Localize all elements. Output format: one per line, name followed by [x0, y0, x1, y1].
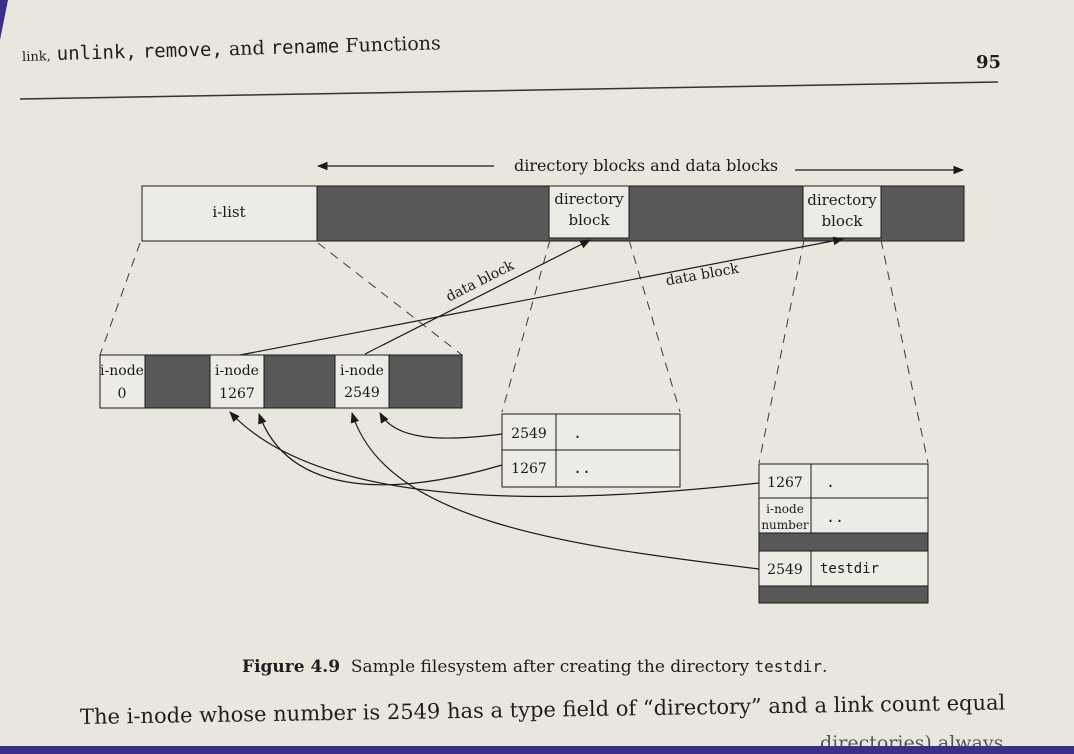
dir2-entry-1-name: ..	[826, 508, 844, 526]
directory-block-2-table	[758, 463, 929, 604]
header-rule	[19, 81, 999, 100]
inode-2549-label: i-node	[340, 363, 384, 379]
arrow-testdir-to-2549	[350, 411, 760, 570]
body-text-line-2: directories) always	[820, 732, 1004, 754]
ilist-guide-right	[317, 242, 463, 356]
dir1-guide-right	[628, 239, 681, 413]
inode-1267-number: 1267	[219, 386, 255, 402]
dir2-guide-right	[880, 239, 929, 464]
directory-block-2	[802, 185, 882, 239]
dir2-entry-1-inode-line2: number	[761, 518, 809, 532]
caption-text: Sample filesystem after creating the dir…	[350, 657, 750, 677]
dir1-entry-1-name: ..	[573, 459, 591, 477]
dir1-entry-0-name: .	[573, 424, 582, 442]
dir1-guide-left	[501, 239, 551, 413]
inode-0-label: i-node	[100, 363, 144, 379]
inode-table-outline	[99, 354, 463, 409]
inode-pointer-arrows	[229, 411, 760, 570]
dir-block-1-label-line2: block	[569, 211, 611, 229]
dir2-entry-2-inode: 2549	[767, 562, 803, 578]
data-block-arrow-1	[364, 239, 591, 355]
dir-block-2-label-line2: block	[822, 212, 864, 230]
inode-1267-label: i-node	[215, 363, 259, 379]
dir-block-1-label-line1: directory	[554, 190, 624, 208]
directory-block-1	[548, 185, 630, 239]
dir-block-2-label-line1: directory	[807, 191, 877, 209]
caption-label: Figure 4.9	[242, 657, 341, 677]
ilist-guide-left	[99, 242, 141, 356]
dir2-entry-0-name: .	[826, 473, 835, 491]
dir1-entry-0-inode: 2549	[511, 426, 547, 442]
ilist-block	[141, 185, 318, 242]
expansion-guides	[99, 239, 929, 464]
data-block-label-2: data block	[665, 261, 741, 290]
inode-0-cell	[99, 354, 146, 409]
ilist-label: i-list	[212, 203, 245, 221]
dir1-entry-1-inode: 1267	[511, 461, 547, 477]
figure-caption: Figure 4.9 Sample filesystem after creat…	[242, 657, 827, 677]
dir2-guide-left	[758, 239, 805, 464]
dir2-entry-2-name: testdir	[820, 561, 879, 577]
data-block-label-1: data block	[444, 257, 518, 305]
dir2-tail-fill	[758, 585, 929, 604]
dir2-entry-0-inode: 1267	[767, 475, 803, 491]
inode-2549-number: 2549	[344, 385, 380, 401]
caption-code: testdir	[754, 657, 822, 676]
inode-2549-cell	[334, 354, 390, 409]
directory-block-1-table	[501, 413, 681, 488]
arrow-dot-to-2549	[379, 412, 503, 439]
inode-table	[99, 354, 463, 409]
arrow-dir2-dot-to-1267	[229, 411, 760, 498]
data-block-arrow-2	[239, 236, 845, 356]
inode-0-number: 0	[118, 386, 127, 402]
page-number: 95	[976, 52, 1002, 73]
dir2-entry-1-inode-line1: i-node	[766, 502, 804, 516]
banner-label: directory blocks and data blocks	[514, 156, 778, 175]
dir2-gap-fill	[758, 532, 929, 552]
disk-bar	[141, 185, 965, 242]
arrow-dotdot-to-1267	[258, 412, 503, 486]
inode-1267-cell	[209, 354, 265, 409]
caption-period: .	[821, 657, 828, 677]
